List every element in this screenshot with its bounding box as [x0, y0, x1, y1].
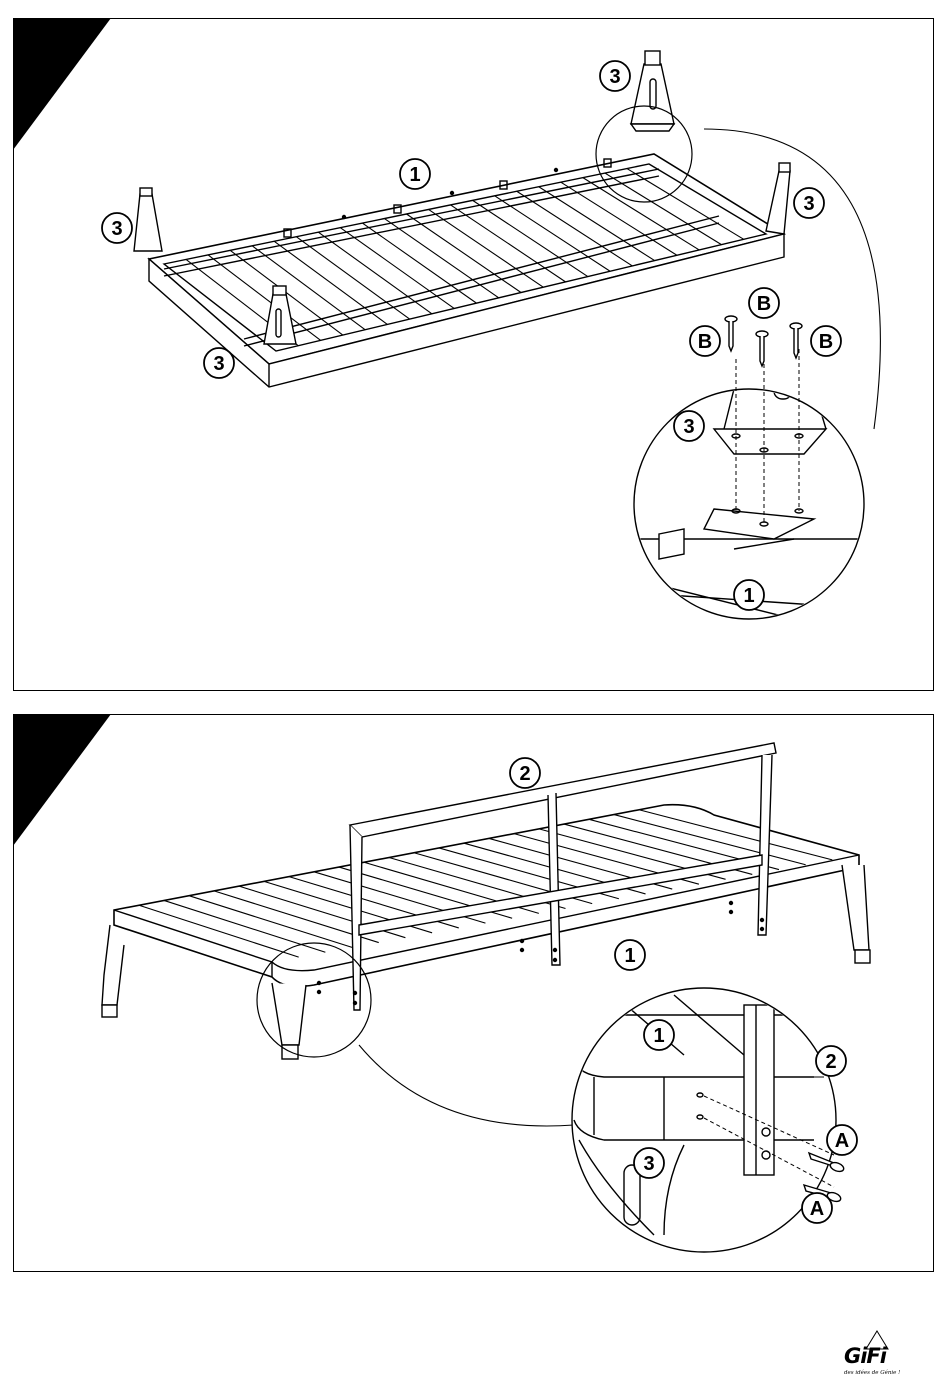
- svg-text:3: 3: [213, 353, 224, 375]
- callout-detail-frame: 1: [734, 580, 764, 610]
- slat: [296, 237, 409, 319]
- svg-text:1: 1: [653, 1025, 664, 1047]
- zoom-circle-detail: [572, 988, 836, 1252]
- slat: [407, 214, 522, 293]
- svg-text:1: 1: [624, 945, 635, 967]
- svg-text:B: B: [819, 331, 833, 353]
- logo-brand-name: GiFi: [844, 1344, 886, 1368]
- callout-screw-right: B: [811, 326, 841, 356]
- svg-text:A: A: [835, 1130, 849, 1152]
- callout-frame: 1: [400, 159, 430, 189]
- leg-front: [264, 286, 296, 344]
- callout-leg-detached: 3: [600, 61, 630, 91]
- slat: [274, 241, 387, 324]
- callout-bolt-top: A: [827, 1125, 857, 1155]
- callout-leg-right: 3: [794, 188, 824, 218]
- svg-text:3: 3: [643, 1153, 654, 1175]
- svg-text:A: A: [810, 1198, 824, 1220]
- svg-text:B: B: [698, 331, 712, 353]
- callout-detail-leg: 3: [634, 1148, 664, 1178]
- zoom-connector-arc: [359, 1045, 574, 1126]
- callout-detail-frame: 1: [644, 1020, 674, 1050]
- svg-text:1: 1: [409, 164, 420, 186]
- callout-detail-backrest: 2: [816, 1046, 846, 1076]
- slat: [362, 223, 476, 303]
- gifi-logo: GiFi des idées de Génie !: [840, 1330, 900, 1380]
- svg-text:B: B: [757, 293, 771, 315]
- slat: [495, 196, 610, 271]
- zoom-connector-arc: [704, 129, 880, 429]
- svg-text:3: 3: [609, 66, 620, 88]
- leg-detached: [631, 51, 674, 131]
- callout-screw-top: B: [749, 288, 779, 318]
- bed-frame: [114, 805, 859, 987]
- callout-bolt-bottom: A: [802, 1193, 832, 1223]
- leg-left: [134, 188, 162, 251]
- assembly-step-1-panel: 1 3 3 3 3 B B B: [13, 18, 934, 691]
- svg-text:1: 1: [743, 585, 754, 607]
- slat: [429, 209, 544, 287]
- leg-right: [766, 163, 790, 234]
- callout-leg-left: 3: [102, 213, 132, 243]
- svg-text:2: 2: [825, 1051, 836, 1073]
- inverted-frame: [149, 154, 784, 387]
- callout-leg-front: 3: [204, 348, 234, 378]
- logo-tagline: des idées de Génie !: [844, 1370, 900, 1376]
- slat: [384, 219, 498, 298]
- callout-frame: 1: [615, 940, 645, 970]
- assembly-step-2-panel: 2 1 1 2 3 A A: [13, 714, 934, 1272]
- svg-text:2: 2: [519, 763, 530, 785]
- slat: [561, 182, 677, 255]
- slat: [539, 187, 655, 261]
- callout-detail-leg: 3: [674, 411, 704, 441]
- svg-text:3: 3: [803, 193, 814, 215]
- slat: [517, 191, 633, 266]
- callout-screw-left: B: [690, 326, 720, 356]
- callout-backrest: 2: [510, 758, 540, 788]
- svg-text:3: 3: [683, 416, 694, 438]
- step-1-drawing: 1 3 3 3 3 B B B: [14, 19, 935, 692]
- svg-text:3: 3: [111, 218, 122, 240]
- step-2-drawing: 2 1 1 2 3 A A: [14, 715, 935, 1273]
- screws-b: [725, 316, 802, 366]
